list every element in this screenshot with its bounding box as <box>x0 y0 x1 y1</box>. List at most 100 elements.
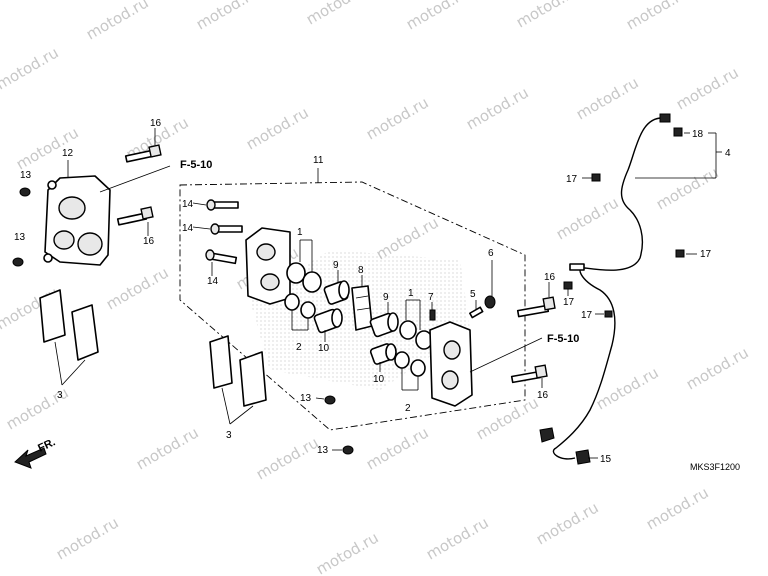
watermark: motod.ru <box>573 73 642 123</box>
reference-left: F-5-10 <box>180 159 212 171</box>
watermark: motod.ru <box>253 433 322 483</box>
callout-14-b: 14 <box>182 223 194 234</box>
kit-box-outline <box>179 181 526 431</box>
callout-16-c: 16 <box>544 272 556 283</box>
brake-pads-right <box>209 335 267 407</box>
callout-1-b: 1 <box>408 288 414 299</box>
washer-13-left-top <box>19 187 31 197</box>
callout-16-a: 16 <box>150 118 162 129</box>
piston-10-left <box>313 308 343 334</box>
watermark: motod.ru <box>553 193 622 243</box>
callout-2-b: 2 <box>405 403 411 414</box>
callout-14-c: 14 <box>207 276 219 287</box>
callout-9-a: 9 <box>333 260 339 271</box>
bleeder-5 <box>469 306 484 319</box>
callout-13-a: 13 <box>20 170 32 181</box>
bolt-16-right-lower <box>510 364 548 384</box>
washer-13-center <box>324 395 336 405</box>
bolt-14-c <box>205 249 238 265</box>
pin-7 <box>429 309 436 321</box>
leader-line <box>315 397 325 400</box>
watermark: motod.ru <box>653 163 722 213</box>
washer-13-lower <box>342 445 354 455</box>
diagram-code: MKS3F1200 <box>690 462 740 472</box>
bleeder-cap-6 <box>484 295 496 309</box>
watermark: motod.ru <box>513 0 582 31</box>
watermark: motod.ru <box>0 43 62 93</box>
piston-9-right <box>369 312 399 338</box>
callout-4: 4 <box>725 148 731 159</box>
callout-11: 11 <box>313 155 324 166</box>
callout-16-b: 16 <box>143 236 155 247</box>
wheel-speed-sensor-harness <box>539 113 685 465</box>
watermark: motod.ru <box>303 0 372 28</box>
leader-line <box>192 226 211 230</box>
washer-13-left-bottom <box>12 257 24 267</box>
watermark: motod.ru <box>363 93 432 143</box>
callout-5: 5 <box>470 289 476 300</box>
watermark: motod.ru <box>103 263 172 313</box>
watermark: motod.ru <box>533 498 602 548</box>
leader-line <box>221 387 231 425</box>
callout-1-a: 1 <box>297 227 303 238</box>
callout-17-d: 17 <box>581 310 593 321</box>
bolt-14-a <box>206 199 239 211</box>
bolt-16-right-upper <box>516 296 556 318</box>
callout-18: 18 <box>692 129 704 140</box>
watermark: motod.ru <box>683 343 752 393</box>
leader-line <box>229 405 254 425</box>
left-caliper <box>43 175 111 266</box>
watermark: motod.ru <box>643 483 712 533</box>
callout-9-b: 9 <box>383 292 389 303</box>
piston-10-right <box>369 343 397 365</box>
callout-14-a: 14 <box>182 199 194 210</box>
direction-label: FR. <box>36 436 57 454</box>
callout-2-a: 2 <box>296 342 302 353</box>
watermark: motod.ru <box>463 83 532 133</box>
callout-17-c: 17 <box>563 297 575 308</box>
callout-10-a: 10 <box>318 343 330 354</box>
callout-17-b: 17 <box>700 249 712 260</box>
seal-set-1-left <box>286 262 322 293</box>
watermark: motod.ru <box>313 528 382 576</box>
callout-13-b: 13 <box>14 232 26 243</box>
watermark: motod.ru <box>363 423 432 473</box>
leader-line <box>54 341 63 386</box>
caliper-half-right <box>429 321 473 407</box>
callout-7-a: 7 <box>428 292 434 303</box>
callout-13-d: 13 <box>317 445 329 456</box>
watermark: motod.ru <box>243 103 312 153</box>
leader-line <box>192 202 207 206</box>
watermark: motod.ru <box>403 0 472 33</box>
callout-10-b: 10 <box>373 374 385 385</box>
callout-3-a: 3 <box>57 390 63 401</box>
callout-15: 15 <box>600 454 612 465</box>
seal-set-2-left <box>284 293 316 319</box>
front-direction-arrow: FR. <box>14 436 57 469</box>
watermark: motod.ru <box>53 513 122 563</box>
leader-line <box>469 337 543 373</box>
watermark: motod.ru <box>83 0 152 43</box>
callout-6: 6 <box>488 248 494 259</box>
callout-17-a: 17 <box>566 174 578 185</box>
callout-3-b: 3 <box>226 430 232 441</box>
callout-12: 12 <box>62 148 74 159</box>
callout-16-d: 16 <box>537 390 549 401</box>
piston-9-left <box>323 280 350 305</box>
leader-line <box>99 165 171 193</box>
reference-right: F-5-10 <box>547 333 579 345</box>
watermark: motod.ru <box>673 63 742 113</box>
watermark: motod.ru <box>473 393 542 443</box>
watermark: motod.ru <box>193 0 262 33</box>
watermark: motod.ru <box>593 363 662 413</box>
watermark: motod.ru <box>133 423 202 473</box>
callout-8: 8 <box>358 265 364 276</box>
callout-13-c: 13 <box>300 393 312 404</box>
brake-pads-left <box>39 289 99 361</box>
leader-line <box>61 359 86 386</box>
watermark: motod.ru <box>423 513 492 563</box>
bolt-16-lower <box>116 206 154 226</box>
bolt-14-b <box>210 223 243 235</box>
